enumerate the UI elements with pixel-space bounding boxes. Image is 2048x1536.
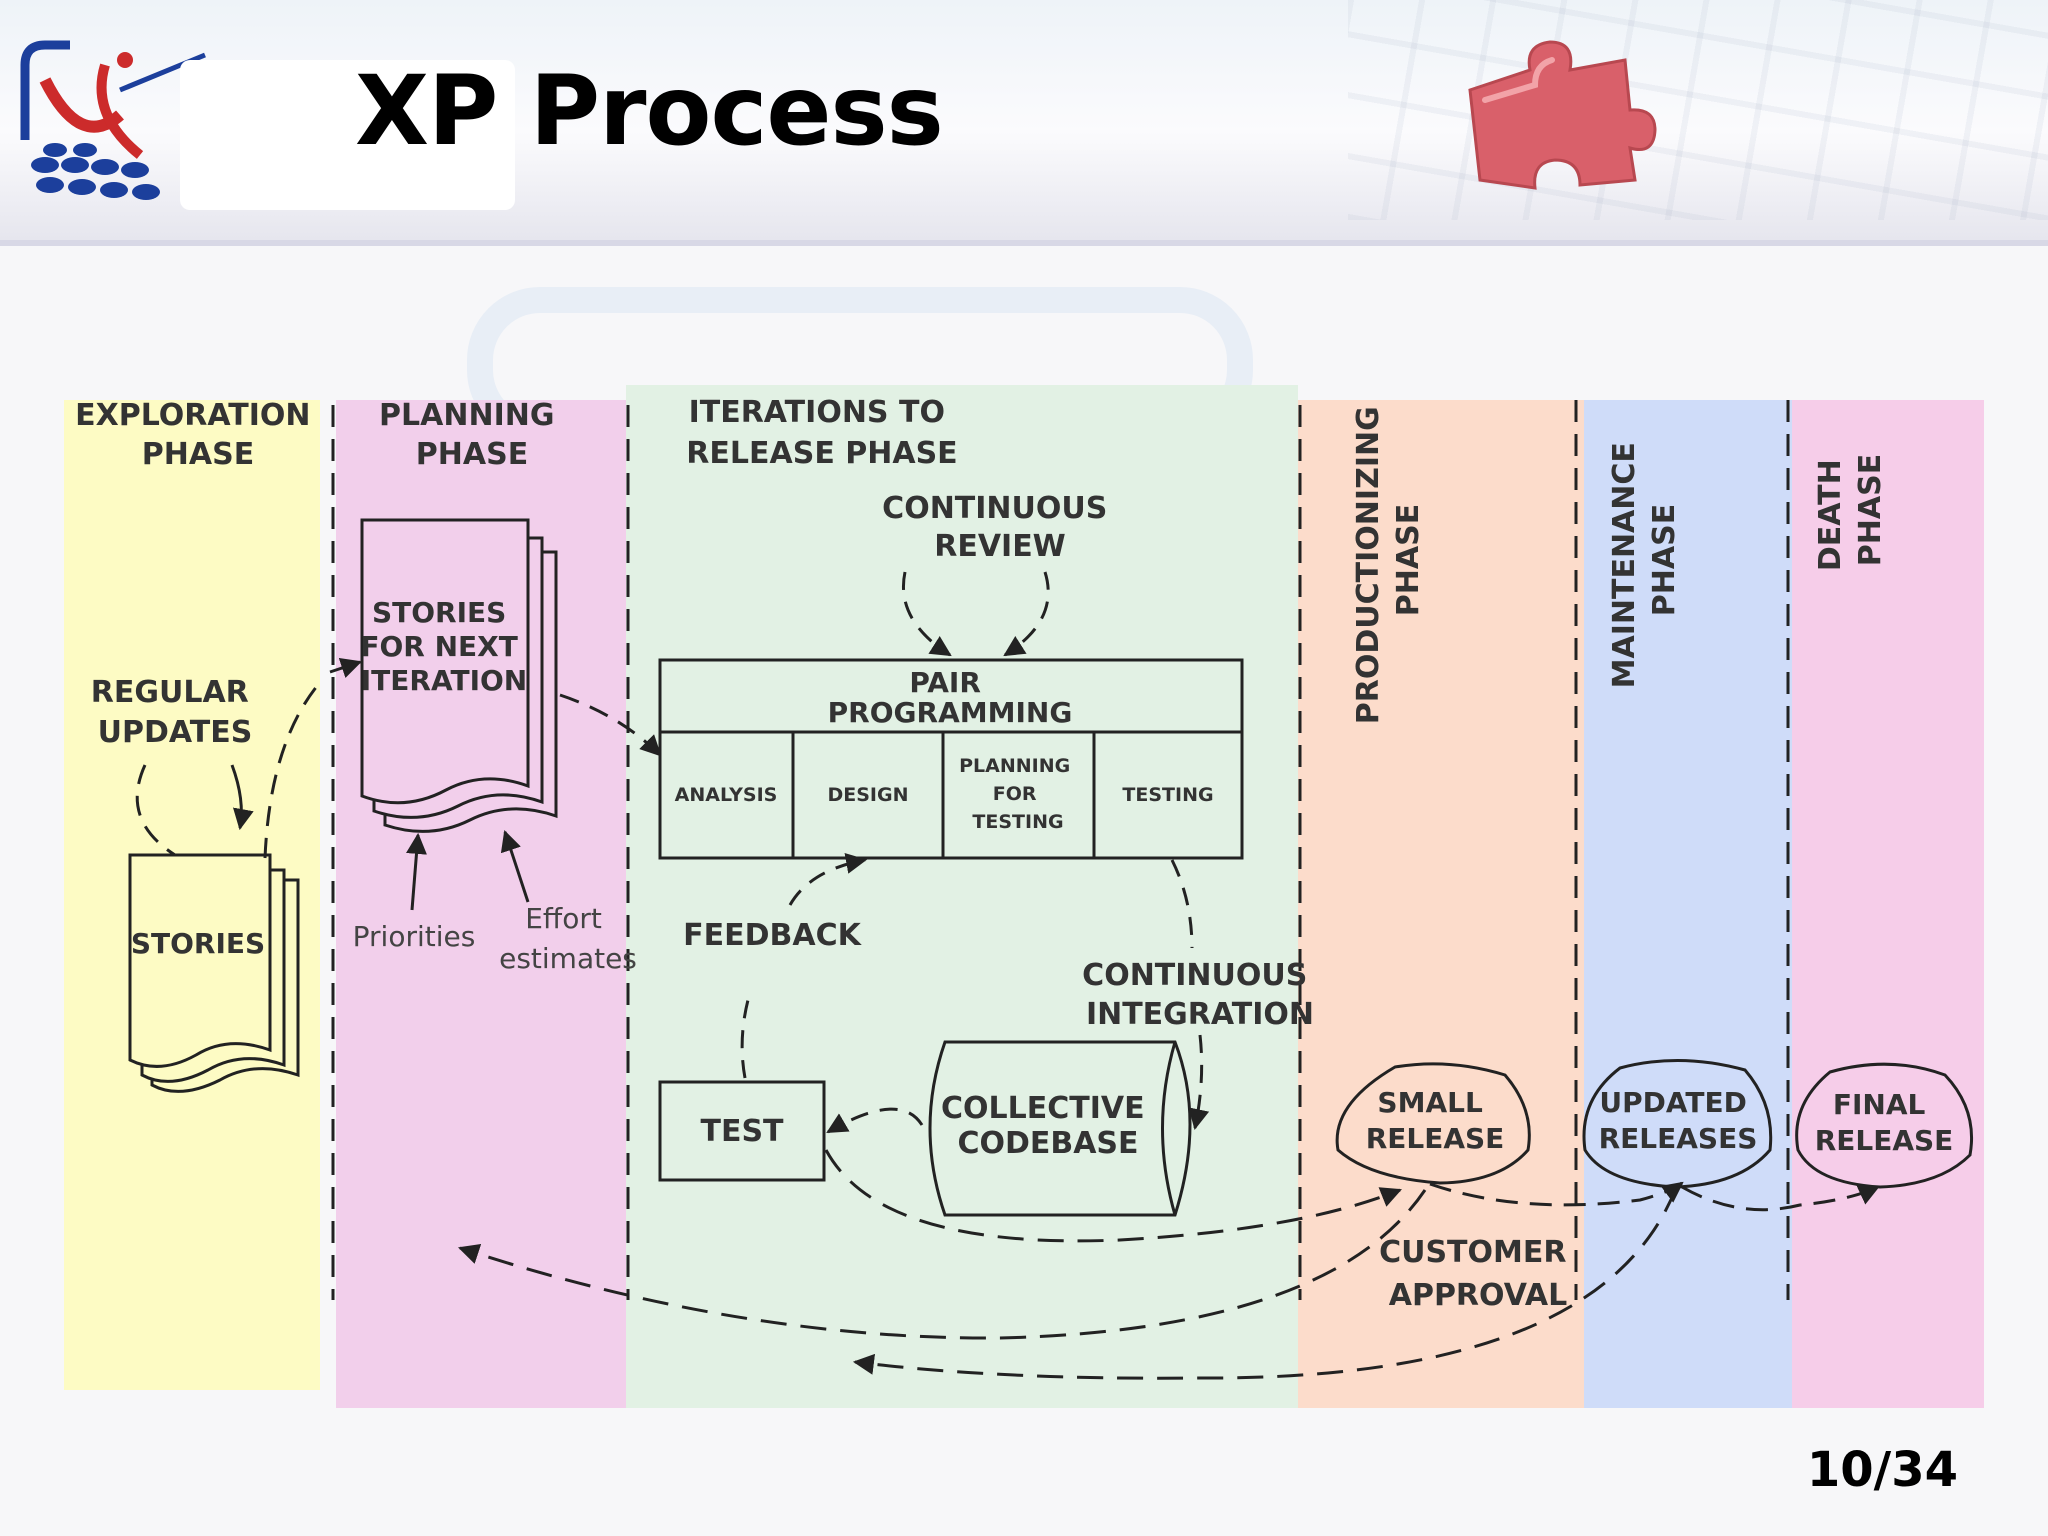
- small-to-updated-connector: [1429, 1181, 1684, 1207]
- priorities-arrow: [406, 832, 427, 911]
- updated-to-final-connector: [1681, 1185, 1880, 1212]
- continuous-review-label: CONTINUOUS REVIEW: [882, 491, 1118, 564]
- header-grid-decoration: [1348, 0, 2048, 220]
- continuous-review-loop-right: [1003, 571, 1050, 657]
- stories-next-iteration-label: STORIES FOR NEXT ITERATION: [360, 596, 527, 697]
- testing-cell: TESTING: [1122, 784, 1213, 806]
- customer-approval-label: CUSTOMER APPROVAL: [1379, 1235, 1577, 1313]
- stories-label: STORIES: [131, 927, 265, 960]
- exploration-phase-title: EXPLORATION PHASE: [75, 398, 321, 472]
- continuous-review-loop-left: [902, 571, 952, 657]
- stories-to-pair-programming-arrow: [559, 693, 662, 757]
- test-label: TEST: [700, 1114, 784, 1149]
- planning-phase-title: PLANNING PHASE: [379, 398, 565, 472]
- small-release-label: SMALL RELEASE: [1366, 1086, 1505, 1155]
- slide-header: XP Process: [0, 0, 2048, 246]
- title-plate: [180, 60, 515, 210]
- analysis-cell: ANALYSIS: [675, 784, 778, 806]
- stories-document-stack: [128, 853, 300, 1093]
- effort-arrow: [500, 830, 530, 903]
- updated-releases-blob: [1582, 1059, 1773, 1189]
- integration-to-codebase-arrow: [1188, 1034, 1210, 1131]
- small-release-blob: [1335, 1062, 1531, 1185]
- page-number: 10/34: [1806, 1442, 1958, 1498]
- productionizing-phase-title: PRODUCTIONIZING PHASE: [1351, 396, 1426, 724]
- slide-title: XP Process: [355, 55, 944, 167]
- regular-updates-label: REGULAR UPDATES: [91, 675, 259, 750]
- stories-next-iteration-stack: [360, 518, 558, 833]
- approval-to-planning-feedback-arrow: [458, 1189, 1427, 1340]
- death-band: [1792, 400, 1984, 1408]
- continuous-integration-label: CONTINUOUS INTEGRATION: [1082, 958, 1318, 1032]
- design-cell: DESIGN: [827, 784, 908, 806]
- priorities-label: Priorities: [353, 920, 476, 953]
- planning-for-testing-cell: PLANNING FOR TESTING: [959, 755, 1077, 833]
- testing-to-integration-connector: [1170, 859, 1194, 949]
- productionizing-band: [1298, 400, 1584, 1408]
- test-box: [658, 1080, 826, 1182]
- collective-codebase-label: COLLECTIVE CODEBASE: [941, 1091, 1155, 1161]
- updates-to-iterations-feedback-arrow: [852, 1187, 1678, 1380]
- final-release-label: FINAL RELEASE: [1815, 1088, 1954, 1157]
- pair-programming-box: [658, 658, 1244, 860]
- updated-releases-label: UPDATED RELEASES: [1599, 1086, 1758, 1155]
- maintenance-phase-title: MAINTENANCE PHASE: [1607, 432, 1682, 689]
- pair-programming-label: PAIR PROGRAMMING: [828, 666, 1073, 729]
- codebase-to-test-arrow: [826, 1107, 924, 1134]
- collective-codebase-cylinder: [928, 1040, 1192, 1217]
- test-to-small-release-connector: [824, 1149, 1402, 1243]
- regular-updates-loop-left: [135, 764, 176, 857]
- effort-estimates-label: Effort estimates: [499, 902, 637, 975]
- feedback-label: FEEDBACK: [683, 918, 862, 953]
- feedback-arrow-head: [788, 853, 868, 906]
- stories-to-planning-arrow: [329, 658, 362, 678]
- death-phase-title: DEATH PHASE: [1813, 449, 1888, 571]
- stories-to-planning-connector: [263, 679, 324, 859]
- feedback-arrow: [740, 999, 750, 1079]
- puzzle-piece-icon: [1468, 40, 1657, 190]
- maintenance-band: [1584, 400, 1792, 1408]
- iterations-phase-title: ITERATIONS TO RELEASE PHASE: [686, 395, 957, 471]
- regular-updates-loop-arrow: [230, 764, 254, 831]
- final-release-blob: [1795, 1062, 1974, 1189]
